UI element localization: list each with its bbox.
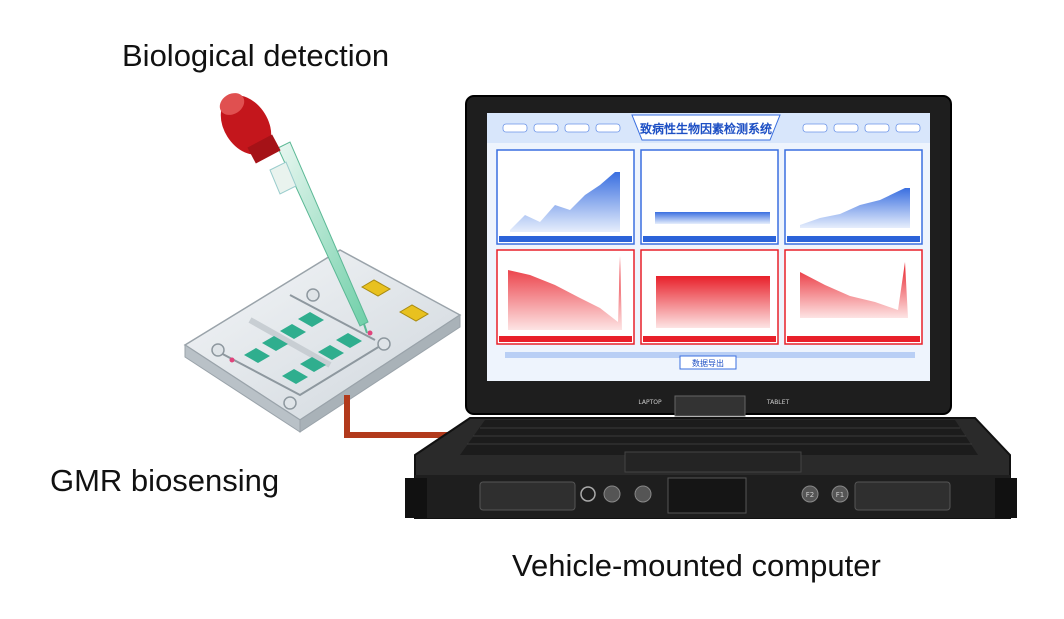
blue-panel-1 [496,149,635,245]
sensor-stripe [300,357,326,372]
speaker-grille [854,481,951,511]
hinge [674,395,746,417]
tablet-tag: TABLET [766,399,790,406]
hinge-latch [667,477,747,514]
export-button[interactable] [679,355,737,370]
vehicle-computer-label: Vehicle-mounted computer [512,548,881,583]
f2-label: F2 [806,491,814,499]
f1-label: F1 [836,491,844,499]
sensor-stripe [282,369,308,384]
f2-key[interactable] [801,485,819,503]
sensor-stripe [298,312,324,327]
blue-panel-2 [640,149,779,245]
power-button[interactable] [580,486,596,502]
connection-cable [344,395,470,438]
red-panel-3 [784,249,923,345]
export-button-label: 数据导出 [692,358,724,368]
keyboard [460,420,978,455]
gmr-biosensing-label: GMR biosensing [50,463,280,498]
laptop-tag: LAPTOP [638,399,662,406]
biological-detection-label: Biological detection [122,38,390,73]
f1-key[interactable] [831,485,849,503]
gmr-chip [183,249,462,433]
sensor-stripe [262,336,288,351]
laptop: F2 F1 LAPTOP TABLET 致病性生物因素检测系统 [405,95,1017,519]
touchpad [624,451,802,473]
sensor-stripe [244,348,270,363]
pipette-icon [219,93,369,334]
red-panel-2 [640,249,779,345]
blue-panel-3 [784,149,923,245]
sensor-stripe [318,345,344,360]
sensor-stripe [336,333,362,348]
speaker-grille [479,481,576,511]
screen-title: 致病性生物因素检测系统 [640,121,772,136]
sensor-stripe [280,324,306,339]
red-panel-1 [496,249,635,345]
